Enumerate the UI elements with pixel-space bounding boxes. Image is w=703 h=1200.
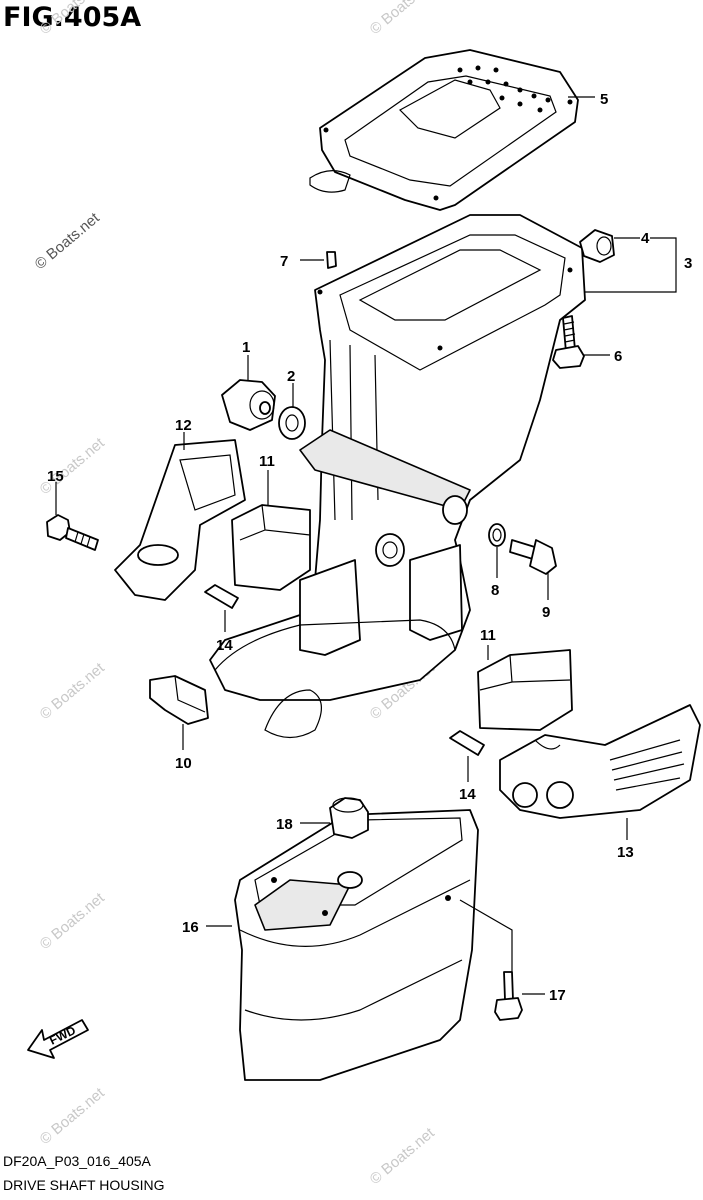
callout-1: 1 <box>242 339 250 356</box>
callout-8: 8 <box>491 582 499 599</box>
leader-lines <box>55 96 677 995</box>
watermark: © Boats.net <box>32 209 104 273</box>
figure-name: DRIVE SHAFT HOUSING <box>3 1177 165 1193</box>
part-gasket <box>309 49 579 211</box>
fwd-arrow-icon: FWD <box>27 1019 89 1059</box>
watermark: © Boats.net <box>367 1124 439 1188</box>
part-bolt <box>552 315 585 369</box>
callout-7: 7 <box>280 253 288 270</box>
figure-code: DF20A_P03_016_405A <box>3 1153 151 1169</box>
callout-14-lower: 14 <box>459 786 476 803</box>
watermark: © Boats.net <box>37 0 109 38</box>
callout-3: 3 <box>684 255 692 272</box>
part-dowel-pin <box>326 251 337 269</box>
part-bolt-9 <box>509 539 557 575</box>
part-lower-mount-bracket <box>499 704 701 819</box>
callout-10: 10 <box>175 755 192 772</box>
watermark: © Boats.net <box>37 1084 109 1148</box>
figure-title: FIG.405A <box>3 2 142 33</box>
part-mount-rubber-lower <box>477 649 573 731</box>
part-plug <box>579 229 615 263</box>
callout-11-upper: 11 <box>259 453 275 470</box>
watermark: © Boats.net <box>37 434 109 498</box>
callout-15: 15 <box>47 468 64 485</box>
part-mount-bushing <box>221 379 276 431</box>
callout-16: 16 <box>182 919 199 936</box>
part-drive-shaft-housing <box>209 214 586 739</box>
part-bolt-17 <box>494 971 523 1021</box>
callout-2: 2 <box>287 368 295 385</box>
part-washer <box>278 406 306 440</box>
part-pin-14-lower <box>449 730 485 756</box>
callout-4: 4 <box>641 230 650 247</box>
watermark: © Boats.net <box>37 889 109 953</box>
callout-5: 5 <box>600 91 608 108</box>
callout-18: 18 <box>276 816 293 833</box>
watermark: © Boats.net <box>367 0 439 38</box>
part-grommet <box>329 797 369 839</box>
callout-6: 6 <box>614 348 622 365</box>
callout-13: 13 <box>617 844 634 861</box>
callout-numbers: 1 2 3 4 5 6 7 8 9 10 11 11 12 13 14 14 1… <box>47 91 692 1004</box>
callout-9: 9 <box>542 604 550 621</box>
part-pin-14-upper <box>204 584 239 609</box>
callout-11-lower: 11 <box>480 627 496 644</box>
part-mount-rubber-upper <box>231 504 311 591</box>
callout-14-upper: 14 <box>216 637 233 654</box>
callout-17: 17 <box>549 987 566 1004</box>
callout-12: 12 <box>175 417 192 434</box>
part-bolt-15 <box>46 514 99 551</box>
part-lower-cover <box>234 809 479 1081</box>
part-upper-mount-bracket <box>114 439 246 601</box>
part-clip <box>149 675 209 725</box>
part-o-ring <box>488 523 506 547</box>
watermark: © Boats.net <box>37 659 109 723</box>
